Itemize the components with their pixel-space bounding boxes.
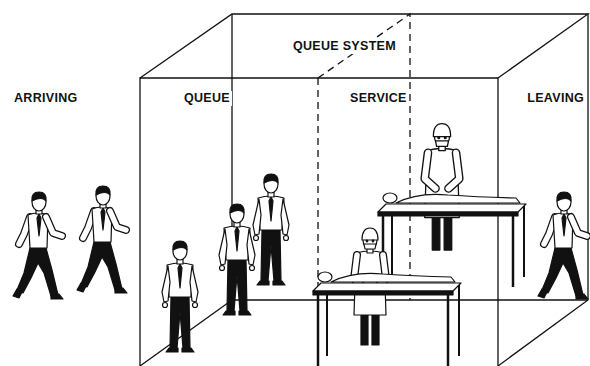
cube-outline — [140, 14, 590, 366]
cube-edge — [498, 14, 588, 366]
divider-line — [318, 14, 410, 300]
region-title: QUEUE SYSTEM — [291, 39, 398, 54]
arriving-man — [77, 186, 127, 293]
treatment-table — [378, 193, 526, 287]
cube-edge — [231, 14, 232, 300]
region-title: SERVICE — [348, 91, 409, 106]
cube-edge — [140, 300, 232, 366]
treatment-table — [313, 272, 461, 366]
queue-region: QUEUE — [140, 78, 318, 366]
service-region: SERVICE — [318, 78, 498, 366]
doctor — [425, 124, 460, 250]
waiting-man — [253, 174, 289, 285]
flow-label: LEAVING — [525, 91, 586, 106]
cube-edge — [140, 78, 498, 366]
waiting-man — [219, 204, 255, 315]
waiting-man — [162, 241, 198, 352]
divider-line — [317, 78, 318, 366]
cube-edge — [140, 14, 588, 78]
leaving-man — [538, 192, 588, 299]
arriving-man — [13, 192, 63, 299]
flow-label: ARRIVING — [12, 91, 80, 106]
queue-system-box: QUEUE SYSTEM QUEUE SERVICE — [140, 14, 590, 366]
region-title: QUEUE — [182, 91, 232, 106]
